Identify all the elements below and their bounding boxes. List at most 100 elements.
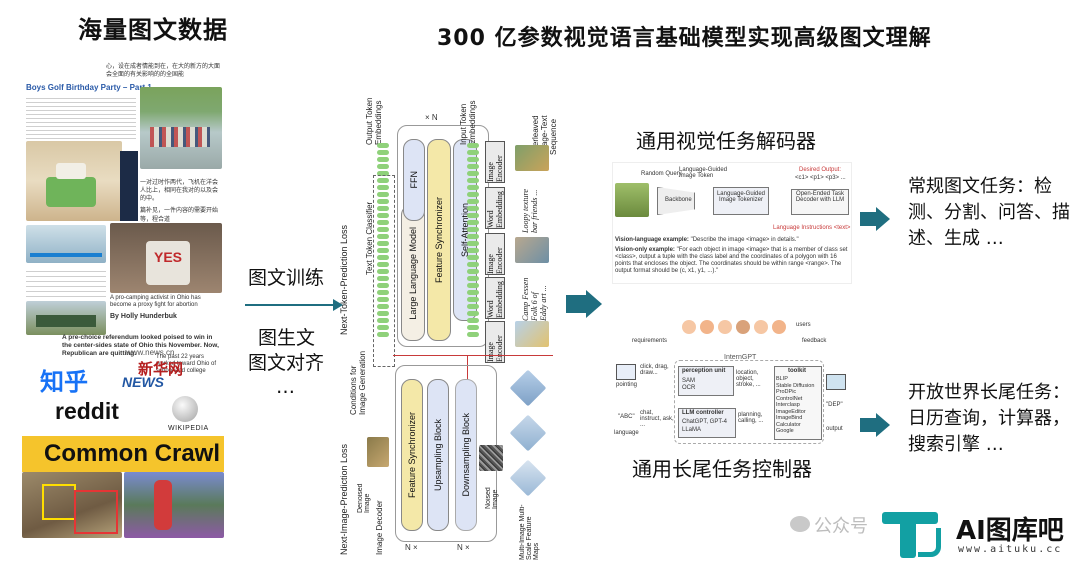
abc-label: "ABC" [618,414,635,420]
interngpt-label: InternGPT [724,354,757,361]
photo-yes-sign: YES [110,223,222,293]
llm-block: Large Language Model [401,205,425,341]
teal-arrowhead-decoder [876,207,890,231]
downsampling-block: Downsampling Block [455,379,477,531]
feature-sync-block-2: Feature Synchronizer [401,379,423,531]
nx-top-label: × N [425,113,438,122]
requirements-label: requirements [632,338,668,344]
next-token-loss-label: Next-Token-Prediction Loss [339,224,349,335]
photo-segmentation-street [124,472,224,538]
yes-sign-text: YES [154,249,183,265]
output-token-column [377,143,389,337]
upsampling-label: Upsampling Block [433,418,443,492]
wikipedia-globe-icon [172,396,198,422]
tokenizer-box [713,187,769,215]
nx-br-label: N × [457,543,470,552]
word-embedding-2-label: Word Embedding [486,281,504,318]
label-image-text-training: 图文训练 [248,267,325,289]
xinhua-url: www.news.cn [126,348,175,357]
image-decoder-label: Image Decoder [375,500,384,555]
tool-item: Google [776,428,794,434]
perception-box [678,366,734,396]
baseball-photo [615,183,649,217]
doc-cn-mid: 一对过时作两代，飞机在洋会人比上，相同在我对的以及会的中。 [140,180,219,202]
planning-label: planning, calling, ... [738,412,764,424]
input-token-column [467,143,479,337]
image-encoder-3-label: Image Encoder [486,335,504,362]
teal-arrowhead-right [586,290,602,318]
tool-item: BLIP [776,376,788,382]
vl-example: Vision-language example: "Describe the i… [615,237,849,243]
photo-golf-cake [26,141,122,221]
controller-title: 通用长尾任务控制器 [632,457,812,481]
decoder-title: 通用视觉任务解码器 [636,129,816,153]
word-embedding-1-label: Word Embedding [486,191,504,228]
byline: By Holly Hunderbuk [110,313,177,320]
red-line-h [393,355,553,356]
upsampling-block: Upsampling Block [427,379,449,531]
output-image-icon [826,374,846,390]
aituku-url: www.aituku.cc [958,544,1063,555]
image-encoder-1-label: Image Encoder [486,155,504,182]
sequence-image-1 [515,145,549,171]
decoder-desc: 常规图文任务：检测、分割、问答、描述、生成 … [908,176,1070,249]
downsampling-label: Downsampling Block [461,413,471,497]
feature-sync-2-label: Feature Synchronizer [407,411,417,499]
image-encoder-box-2: Image Encoder [485,233,505,275]
xinhua-name: 新华网 [138,360,184,378]
doc-lines [26,95,136,139]
word-embedding-box-1: Word Embedding [485,187,505,229]
output-tokens-label: Output Token Embeddings [365,97,383,145]
photo-dark-card [120,151,138,221]
reddit-logo: reddit [55,398,119,424]
feature-map-1 [509,369,547,407]
backbone-label: Backbone [665,197,692,203]
image-encoder-box-3: Image Encoder [485,321,505,363]
teal-arrow-right [566,295,586,313]
aituku-logo-icon [882,512,941,558]
tool-item: Calculator [776,421,801,428]
photo-segmentation-cat [22,472,122,538]
llm-controller-box [678,408,736,438]
toolkit-box [774,366,822,440]
left-title: 海量图文数据 [78,16,228,44]
architecture-diagram: Next-Token-Prediction Loss Conditions fo… [335,95,565,560]
aituku-name: AI图库吧 [956,516,1064,546]
label-image-text-align: 图文对齐 [248,352,325,374]
teal-arrow-decoder [860,212,876,226]
tool-item: ImageBind [776,415,803,421]
center-title: 300 亿参数视觉语言基础模型实现高级图文理解 [437,26,932,51]
teal-arrow-train [245,304,335,306]
denoised-label: Denoised Image [357,483,371,513]
photo-water-crowd [140,87,222,169]
wechat-icon [790,516,810,532]
ffn-block-label: FFN [409,171,419,189]
doc-panel: 心，设在成者情能到在，在大的新方的大面会全面的有关影响的的全国能 Boys Go… [22,55,222,425]
doc-title: Boys Golf Birthday Party – Part 1 [26,83,152,92]
noised-label: Noised Image [485,487,499,509]
input-tokens-label: Input Token Embeddings [459,100,477,145]
language-label: language [614,430,639,436]
tiny-right: The past 22 years worked toward Ohio of … [156,354,217,374]
sequence-image-3 [515,321,549,347]
doc-cn-lower [26,267,106,297]
tool-item: Stable Diffusion [776,382,815,389]
headline: A pre-choice referendum looked poised to… [62,334,219,357]
ocr-label: OCR [682,385,696,391]
desired-label: Desired Output: [799,167,842,173]
wikipedia-logo: WIKIPEDIA [168,425,209,432]
decoder-figure: Random Query Language-Guided Image Token… [612,162,852,284]
image-encoder-box-1: Image Encoder [485,141,505,183]
lang-instr-label: Language Instructions <text> [773,225,851,231]
zhihu-logo: 知乎 [40,368,88,396]
vo-example-label: Vision-only example: [615,247,675,253]
teal-arrowhead-train [333,299,343,311]
next-image-loss-label: Next-Image-Prediction Loss [339,443,349,555]
toolkit-list: BLIP Stable Diffusion ProDPic ControlNet… [776,376,820,435]
classifier-dashed [373,175,395,367]
common-crawl-logo: Common Crawl [44,440,221,467]
wechat-watermark: 公众号 [814,516,868,537]
vl-example-label: Vision-language example: [615,237,689,243]
chatgpt-label: ChatGPT, GPT-4 [682,419,728,425]
xinhua-en: NEWS [122,374,164,390]
